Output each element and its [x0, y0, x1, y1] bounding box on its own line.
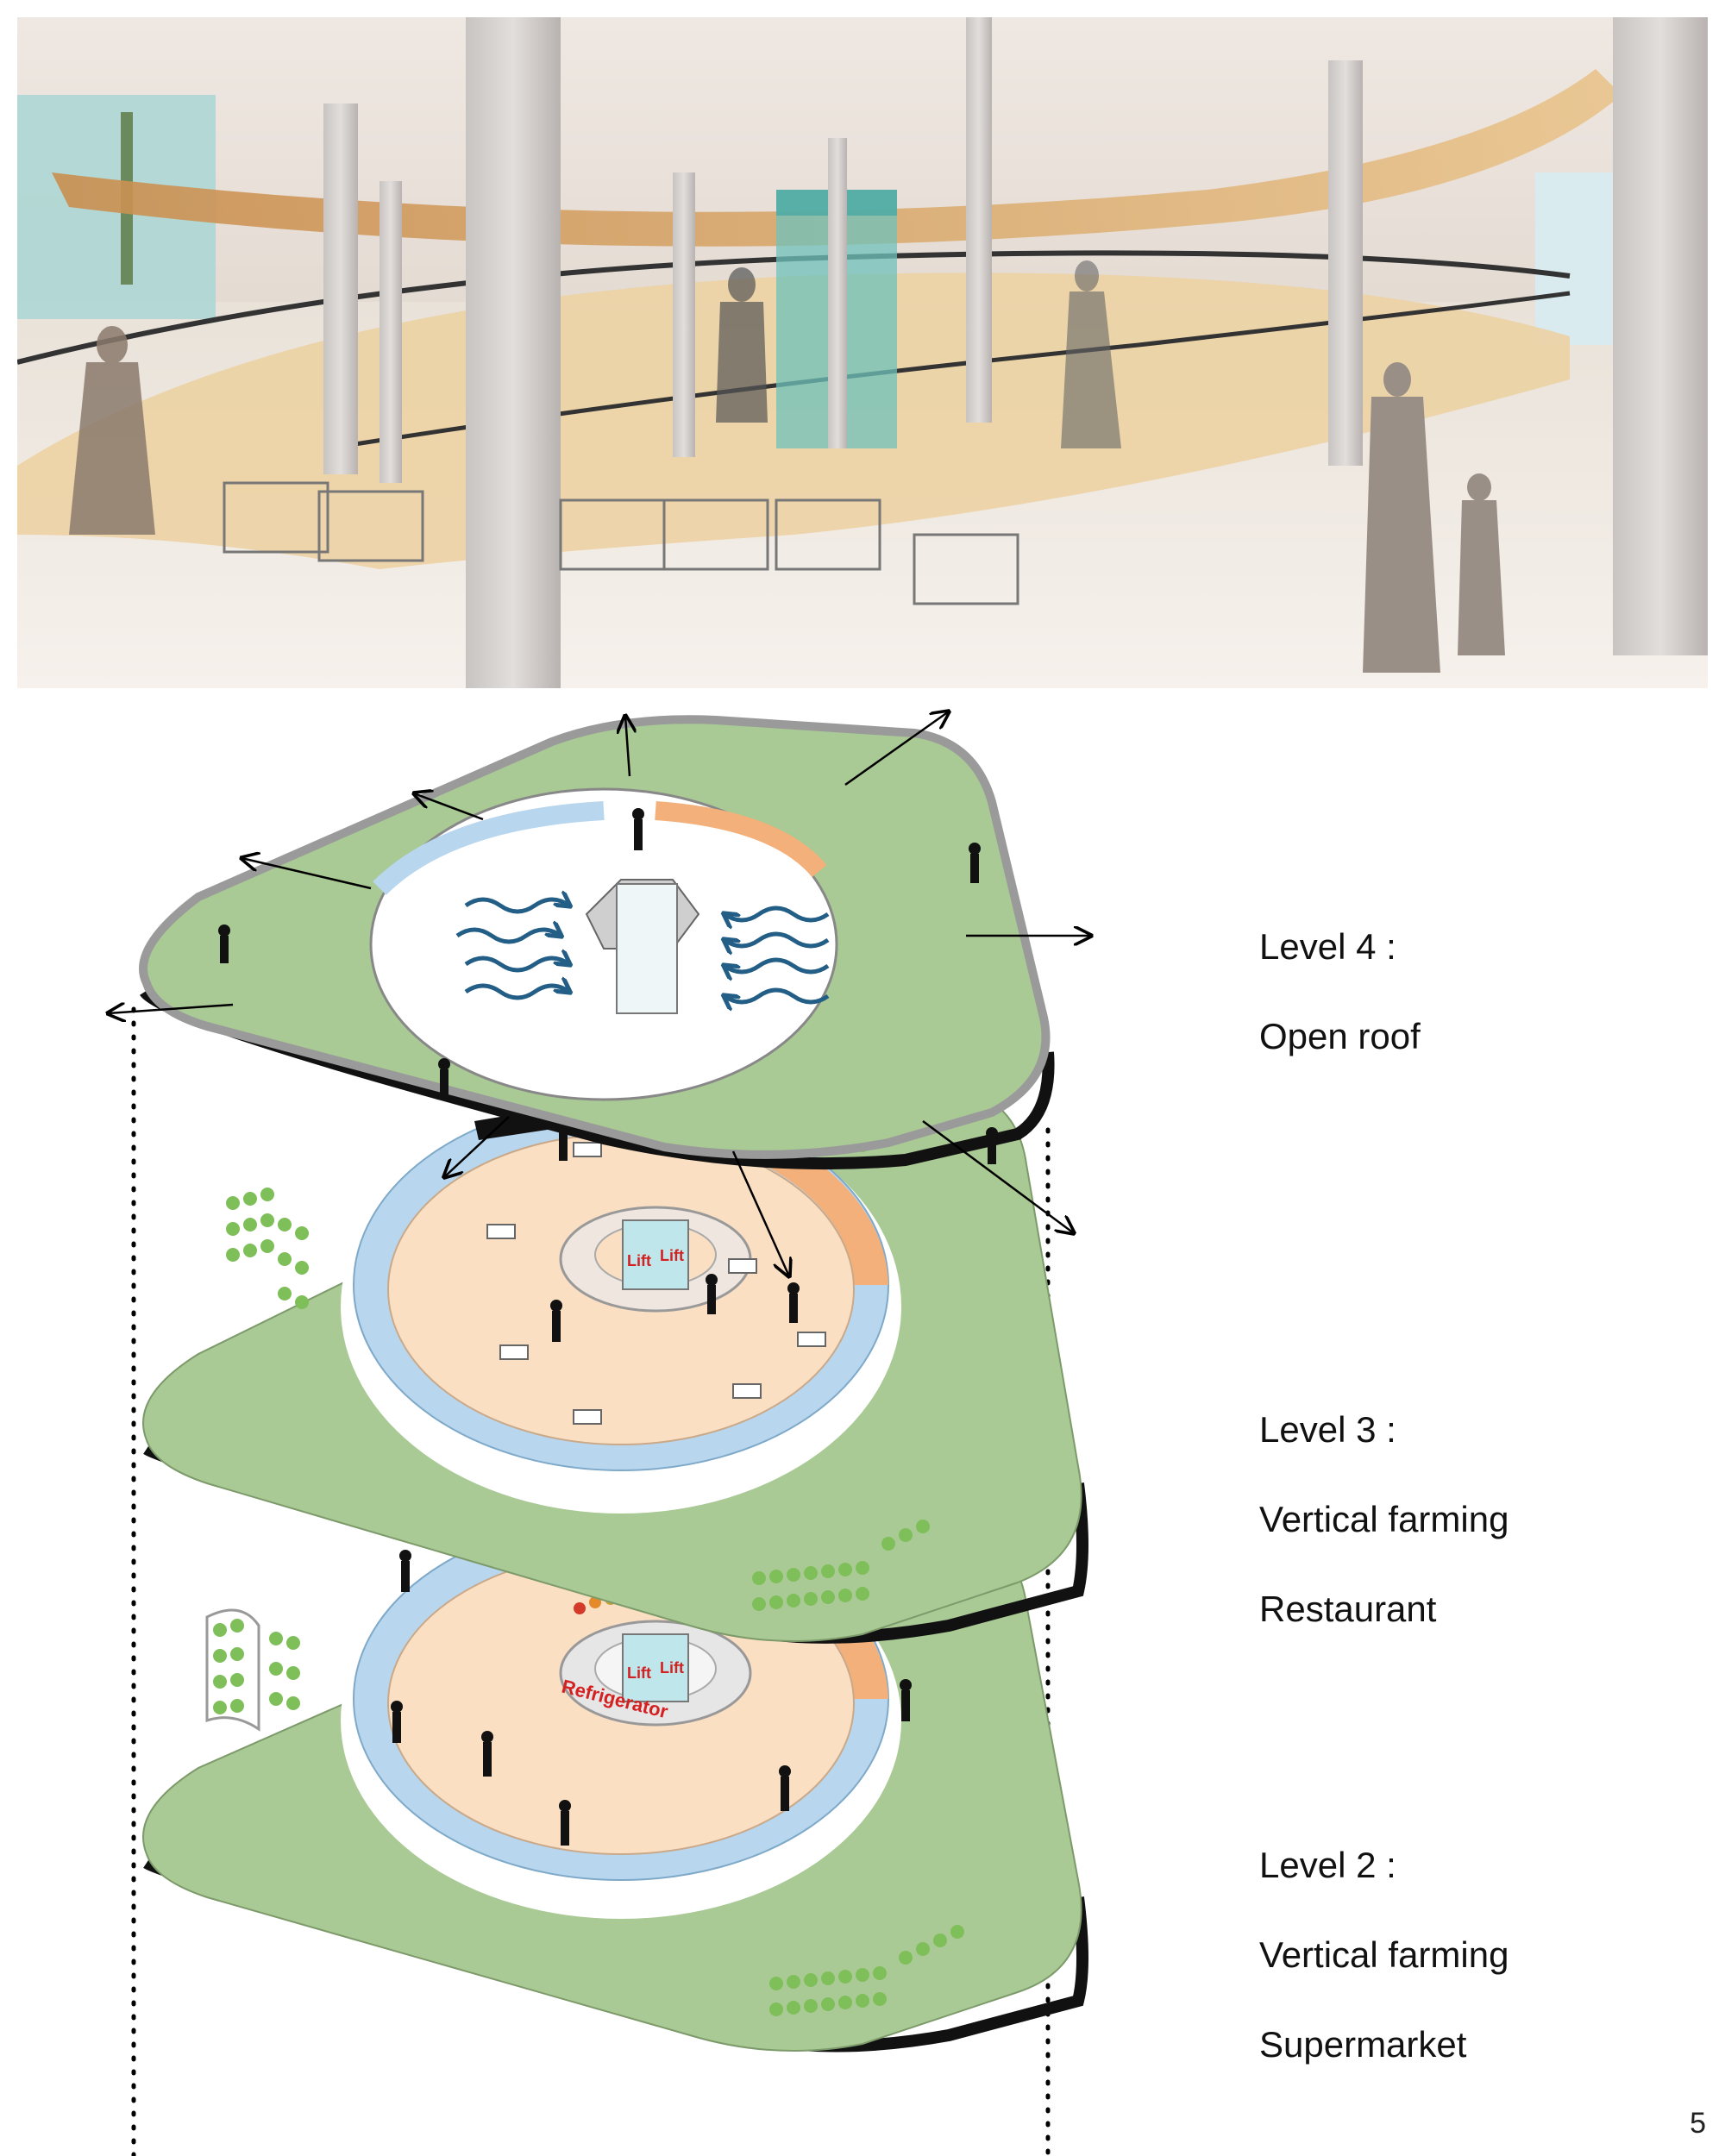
level-3-farming-rack-left — [226, 1188, 309, 1309]
column — [323, 103, 358, 474]
level-3-farming-rack-bottom — [752, 1520, 930, 1611]
level-2-line: Supermarket — [1259, 2024, 1467, 2065]
level-2-lift-sign: Lift — [660, 1659, 684, 1677]
shopping-cart-row — [223, 481, 1019, 605]
person-silhouette — [69, 326, 155, 535]
exploded-level-diagram: Lift Lift Refrigerator — [0, 690, 1725, 2156]
column — [466, 17, 561, 688]
level-2-lift — [622, 1633, 689, 1702]
level-4-blue-ramp-edge — [373, 801, 605, 895]
column — [828, 138, 847, 448]
column — [1613, 17, 1708, 655]
air-outflow-arrows — [108, 711, 1091, 1276]
column — [673, 172, 695, 457]
level-2-farming-rack-left — [205, 1608, 300, 1732]
wind-flow-arrows — [455, 899, 830, 1002]
column — [380, 181, 402, 483]
level-4-label: Level 4 : Open roof — [1259, 880, 1421, 1104]
person-silhouette — [1061, 260, 1121, 448]
level-4-plan — [108, 711, 1091, 1276]
level-3-title: Level 3 : — [1259, 1409, 1396, 1450]
level-4-orange-ramp-edge — [655, 801, 827, 878]
level-2-label: Level 2 : Vertical farming Supermarket — [1259, 1798, 1509, 2112]
level-3-label: Level 3 : Vertical farming Restaurant — [1259, 1363, 1509, 1677]
level-3-lift — [622, 1219, 689, 1290]
level-4-people — [218, 808, 998, 1164]
level-3-line: Restaurant — [1259, 1589, 1437, 1629]
page-number: 5 — [1690, 2107, 1706, 2140]
column — [966, 17, 992, 423]
level-3-line: Vertical farming — [1259, 1499, 1509, 1539]
level-3-dining-tables — [486, 1142, 826, 1425]
column — [1328, 60, 1363, 466]
level-2-lift-sign: Lift — [627, 1664, 651, 1682]
level-2-line: Vertical farming — [1259, 1934, 1509, 1975]
level-2-people — [391, 1550, 912, 1846]
level-2-title: Level 2 : — [1259, 1845, 1396, 1885]
level-3-plan: Lift Lift — [142, 1075, 1088, 1644]
level-4-title: Level 4 : — [1259, 926, 1396, 967]
interior-render — [17, 17, 1708, 688]
level-4-lift-shaft — [616, 883, 678, 1014]
mother-and-child — [1363, 362, 1505, 673]
level-2-farming-rack-bottom — [769, 1925, 964, 2016]
person-silhouette — [716, 267, 768, 423]
upper-wood-ramp — [52, 69, 1622, 247]
level-4-line: Open roof — [1259, 1016, 1421, 1056]
level-3-lift-sign: Lift — [627, 1252, 651, 1269]
level-3-lift-sign: Lift — [660, 1247, 684, 1264]
